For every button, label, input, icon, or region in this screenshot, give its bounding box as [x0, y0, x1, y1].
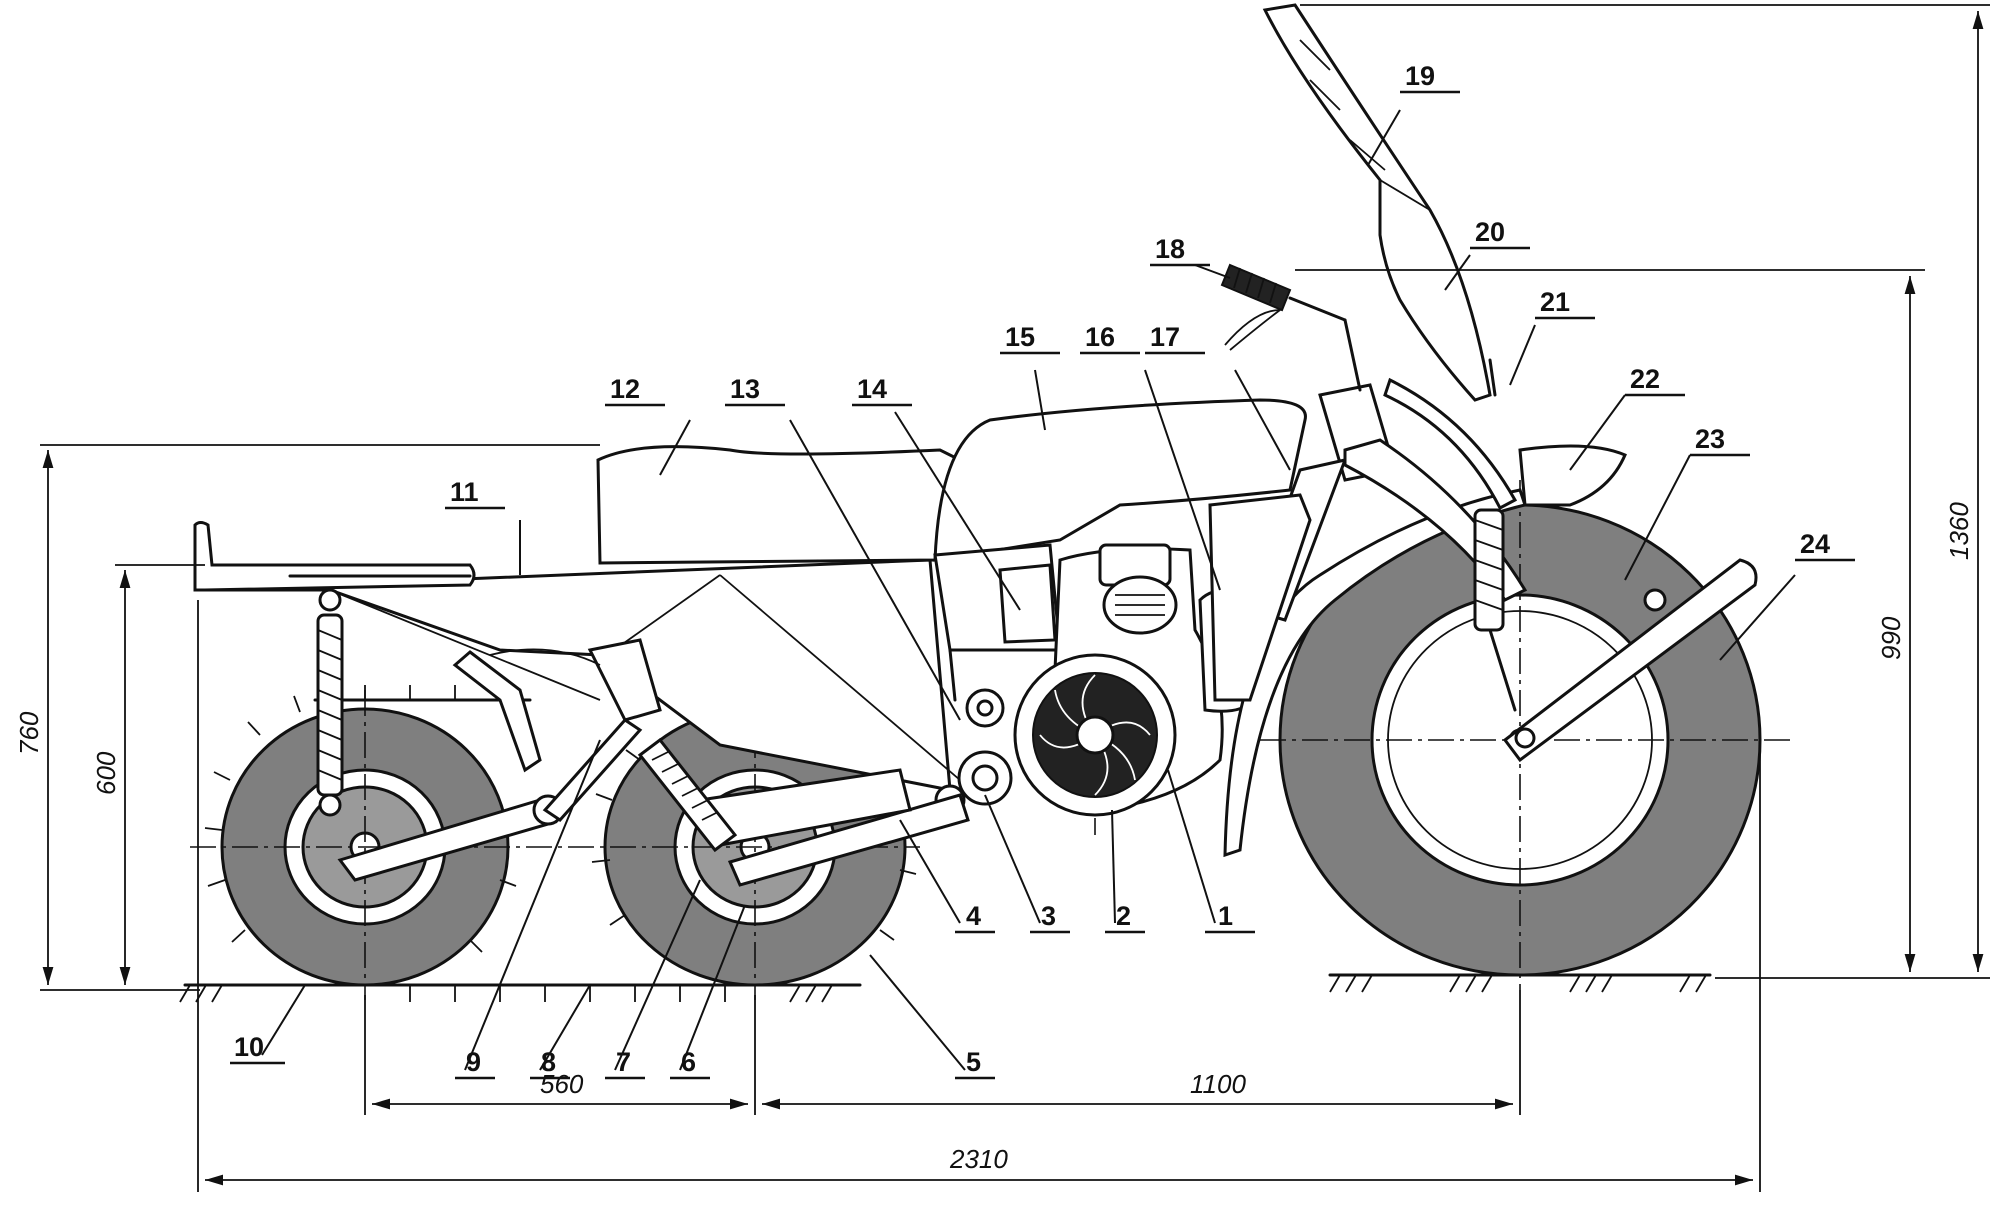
svg-text:17: 17	[1150, 322, 1180, 352]
callout-9: 9	[455, 1047, 495, 1080]
dimension-lines	[40, 4, 1990, 1192]
callout-24: 24	[1795, 529, 1855, 562]
callout-21: 21	[1535, 287, 1595, 320]
svg-text:11: 11	[450, 477, 479, 507]
headlight	[1518, 444, 1627, 507]
callout-4: 4	[955, 901, 995, 934]
dim-600: 600	[91, 751, 121, 795]
svg-text:14: 14	[857, 374, 887, 404]
svg-text:18: 18	[1155, 234, 1185, 264]
rear-shock	[316, 588, 344, 817]
svg-text:24: 24	[1800, 529, 1830, 559]
callout-13: 13	[725, 374, 785, 407]
frame-rear	[933, 543, 1062, 702]
dim-990: 990	[1876, 616, 1906, 660]
callout-20: 20	[1470, 217, 1530, 250]
side-cover	[1208, 493, 1312, 702]
dim-1100: 1100	[1190, 1069, 1246, 1099]
svg-text:23: 23	[1695, 424, 1725, 454]
svg-text:2: 2	[1116, 901, 1131, 931]
callout-11: 11	[445, 477, 505, 510]
swing-arms	[337, 638, 970, 887]
svg-text:9: 9	[466, 1047, 481, 1077]
svg-text:1: 1	[1218, 901, 1233, 931]
callout-16: 16	[1080, 322, 1140, 355]
callout-1: 1	[1205, 901, 1255, 934]
dim-760: 760	[14, 711, 44, 755]
seat	[596, 445, 982, 565]
callout-22: 22	[1625, 364, 1685, 397]
middle-shock	[637, 737, 738, 853]
callout-19: 19	[1400, 61, 1460, 94]
callout-18: 18	[1150, 234, 1210, 267]
callout-3: 3	[1030, 901, 1070, 934]
callout-5: 5	[955, 1047, 995, 1080]
svg-text:4: 4	[966, 901, 981, 931]
dim-2310: 2310	[949, 1144, 1008, 1174]
callout-23: 23	[1690, 424, 1750, 457]
svg-text:3: 3	[1041, 901, 1056, 931]
svg-text:21: 21	[1540, 287, 1570, 317]
rear-rack	[193, 521, 476, 592]
ground-line-rear	[179, 983, 862, 1003]
cargo-box	[194, 558, 961, 792]
callout-labels: 1 2 3 4 5 6 7 8 9 10 11 12 13 14 15 16 1…	[230, 61, 1855, 1080]
leader-lines	[261, 109, 1796, 1071]
fuel-tank	[933, 398, 1307, 562]
cooling-fan	[1013, 653, 1177, 817]
svg-text:22: 22	[1630, 364, 1660, 394]
callout-8: 8	[530, 1047, 570, 1080]
svg-text:13: 13	[730, 374, 760, 404]
svg-text:10: 10	[234, 1032, 264, 1062]
callout-7: 7	[605, 1047, 645, 1080]
track-belt	[313, 685, 757, 1002]
svg-text:16: 16	[1085, 322, 1115, 352]
handlebar	[1220, 263, 1362, 392]
dimension-values: 560 1100 2310 760 600 990 1360	[14, 502, 1974, 1174]
svg-text:15: 15	[1005, 322, 1035, 352]
pulleys	[934, 688, 1013, 816]
svg-text:5: 5	[966, 1047, 981, 1077]
headlight-bracket	[1502, 558, 1758, 763]
callout-14: 14	[852, 374, 912, 407]
svg-text:19: 19	[1405, 61, 1435, 91]
svg-text:8: 8	[541, 1047, 556, 1077]
callout-15: 15	[1000, 322, 1060, 355]
callout-6: 6	[670, 1047, 710, 1080]
svg-text:6: 6	[681, 1047, 696, 1077]
dim-560: 560	[540, 1069, 584, 1099]
callout-17: 17	[1145, 322, 1205, 355]
callout-12: 12	[605, 374, 665, 407]
dim-1360: 1360	[1944, 502, 1974, 560]
svg-text:20: 20	[1475, 217, 1505, 247]
windshield	[1262, 3, 1497, 402]
svg-text:7: 7	[616, 1047, 631, 1077]
svg-text:12: 12	[610, 374, 640, 404]
callout-2: 2	[1105, 901, 1145, 934]
callout-10: 10	[230, 1032, 285, 1065]
